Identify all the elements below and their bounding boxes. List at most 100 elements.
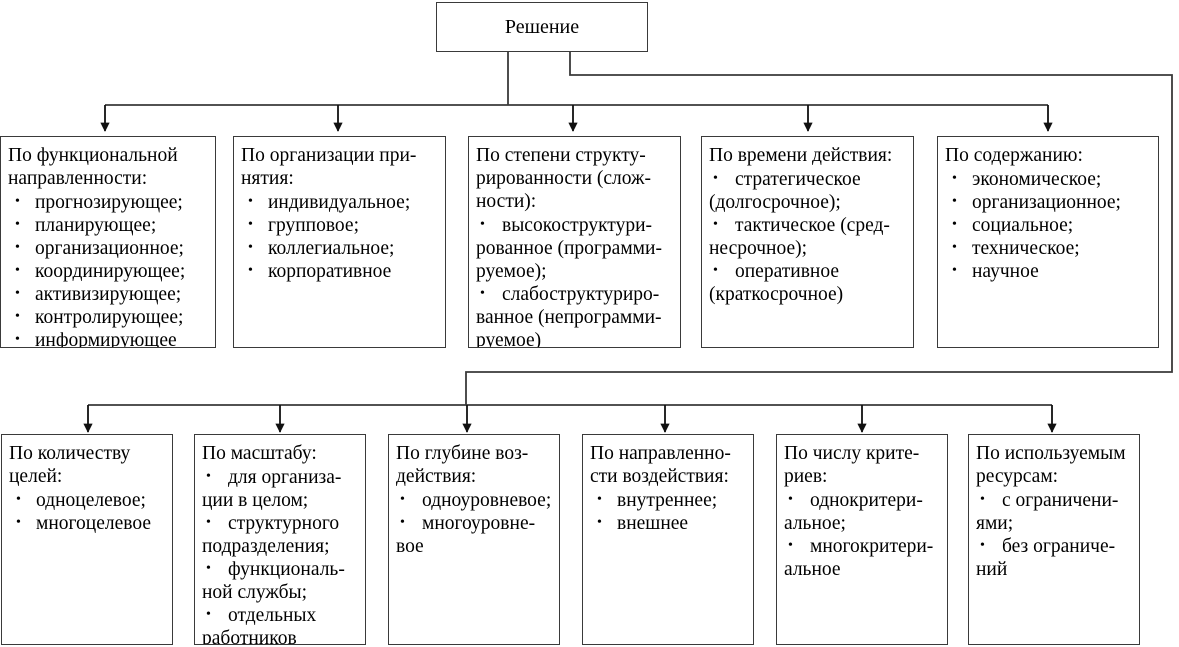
list-item-text: научное [972,260,1039,282]
bullet-icon: • [597,514,602,530]
list-item: •высокоструктури- рованное (программи- р… [476,214,674,283]
node-heading: По глубине воз- действия: [396,443,529,487]
bullet-icon: • [480,285,485,301]
bullet-icon: • [952,262,957,278]
list-item-text: информирующее [35,329,177,348]
list-item: •отдельных работников [202,604,359,645]
list-item-text: групповое; [268,214,359,236]
node-degree-of-structuring[interactable]: По степени структу- рированности (слож- … [468,136,681,348]
node-heading: По направленно- сти воздействия: [590,443,731,487]
list-item-text: многокритери- альное [784,535,934,580]
list-item: •для организа- ции в целом; [202,466,359,512]
list-item-text: внутреннее; [617,489,718,511]
bullet-icon: • [952,193,957,209]
bullet-icon: • [15,285,20,301]
list-item: •функциональ- ной службы; [202,558,359,604]
node-heading: По организации при- нятия: [241,145,417,189]
bullet-icon: • [16,514,21,530]
node-resources-used[interactable]: По используемым ресурсам: •с ограничени-… [968,434,1140,645]
list-item-text: коллегиальное; [268,237,395,259]
bullet-icon: • [248,216,253,232]
node-content[interactable]: По содержанию: • экономическое; • организа… [937,136,1159,348]
bullet-icon: • [952,216,957,232]
list-item: • внешнее [590,512,747,535]
list-item-text: одноуровневое; [422,489,552,511]
bullet-icon: • [952,239,957,255]
bullet-icon: • [15,331,20,347]
node-number-of-criteria[interactable]: По числу крите- риев: • однокритери- альн… [776,434,948,645]
node-number-of-goals[interactable]: По количеству целей: •одноцелевое; •мног… [1,434,173,645]
node-item-list: •однокритери- альное; •многокритери- аль… [784,489,941,581]
node-heading: По функциональной направленности: [8,145,178,189]
list-item: • индивидуальное; [241,191,439,214]
node-root[interactable]: Решение [436,2,648,52]
list-item: •оперативное (краткосрочное) [709,260,907,306]
list-item-text: внешнее [617,512,689,534]
list-item: •техническое; [945,237,1152,260]
node-depth-of-impact[interactable]: По глубине воз- действия: •одноуровневое… [388,434,560,645]
node-functional-direction[interactable]: По функциональной направленности: •прогн… [0,136,216,348]
node-heading: По времени действия: [709,145,893,166]
node-heading: По степени структу- рированности (слож- … [476,145,651,212]
list-item-text: стратегическое (долгосрочное); [709,168,861,213]
bullet-icon: • [206,606,211,622]
node-item-list: •одноуровневое; •многоуровне- вое [396,489,553,558]
list-item: •многоуровне- вое [396,512,553,558]
bullet-icon: • [206,560,211,576]
node-organization-of-adoption[interactable]: По организации при- нятия: • индивидуальн… [233,136,446,348]
bullet-icon: • [15,262,20,278]
node-heading: По числу крите- риев: [784,443,920,487]
bullet-icon: • [713,170,718,186]
list-item-text: слабоструктуриро- ванное (непрограмми- р… [476,283,662,348]
list-item-text: экономическое; [972,168,1102,190]
node-scale[interactable]: По масштабу: •для организа- ции в целом;… [194,434,366,645]
bullet-icon: • [480,216,485,232]
node-item-list: • индивидуальное; • групповое; • коллегиаль… [241,191,439,283]
list-item: • организационное; [8,237,209,260]
list-item-text: активизирующее; [35,283,182,305]
bullet-icon: • [16,491,21,507]
bullet-icon: • [15,239,20,255]
bullet-icon: • [597,491,602,507]
bullet-icon: • [15,193,20,209]
bullet-icon: • [248,193,253,209]
bullet-icon: • [15,308,20,324]
list-item: •одноуровневое; [396,489,553,512]
list-item: • координирующее; [8,260,209,283]
list-item: •структурного подразделения; [202,512,359,558]
list-item-text: оперативное (краткосрочное) [709,260,844,305]
list-item-text: индивидуальное; [268,191,411,213]
list-item-text: одноцелевое; [36,489,146,511]
list-item-text: социальное; [972,214,1074,236]
list-item-text: контролирующее; [35,306,184,328]
list-item: •с ограничени- ями; [976,489,1133,535]
node-time-of-action[interactable]: По времени действия: •стратегическое (до… [701,136,914,348]
list-item-text: организационное; [35,237,184,259]
list-item-text: высокоструктури- рованное (программи- ру… [476,214,662,282]
list-item-text: без ограниче- ний [976,535,1116,580]
node-item-list: •высокоструктури- рованное (программи- р… [476,214,674,348]
node-heading: По содержанию: [945,145,1083,166]
list-item-text: тактическое (сред- несрочное); [709,214,890,259]
node-item-list: •с ограничени- ями; •без ограниче- ний [976,489,1133,581]
node-heading: По количеству целей: [9,443,131,487]
node-item-list: • внутреннее; • внешнее [590,489,747,535]
list-item: • групповое; [241,214,439,237]
list-item-text: планирующее; [35,214,157,236]
list-item: • социальное; [945,214,1152,237]
node-direction-of-impact[interactable]: По направленно- сти воздействия: • внутре… [582,434,754,645]
list-item: • научное [945,260,1152,283]
list-item-text: координирующее; [35,260,186,282]
list-item-text: организационное; [972,191,1121,213]
list-item-text: однокритери- альное; [784,489,923,534]
node-item-list: • экономическое; • организационное; • социа… [945,168,1152,283]
list-item: •без ограниче- ний [976,535,1133,581]
list-item-text: отдельных работников [202,604,317,645]
list-item: •слабоструктуриро- ванное (непрограмми- … [476,283,674,348]
list-item: • одноцелевое; [9,489,166,512]
bullet-icon: • [248,239,253,255]
bullet-icon: • [788,537,793,553]
bullet-icon: • [952,170,957,186]
list-item: • коллегиальное; [241,237,439,260]
